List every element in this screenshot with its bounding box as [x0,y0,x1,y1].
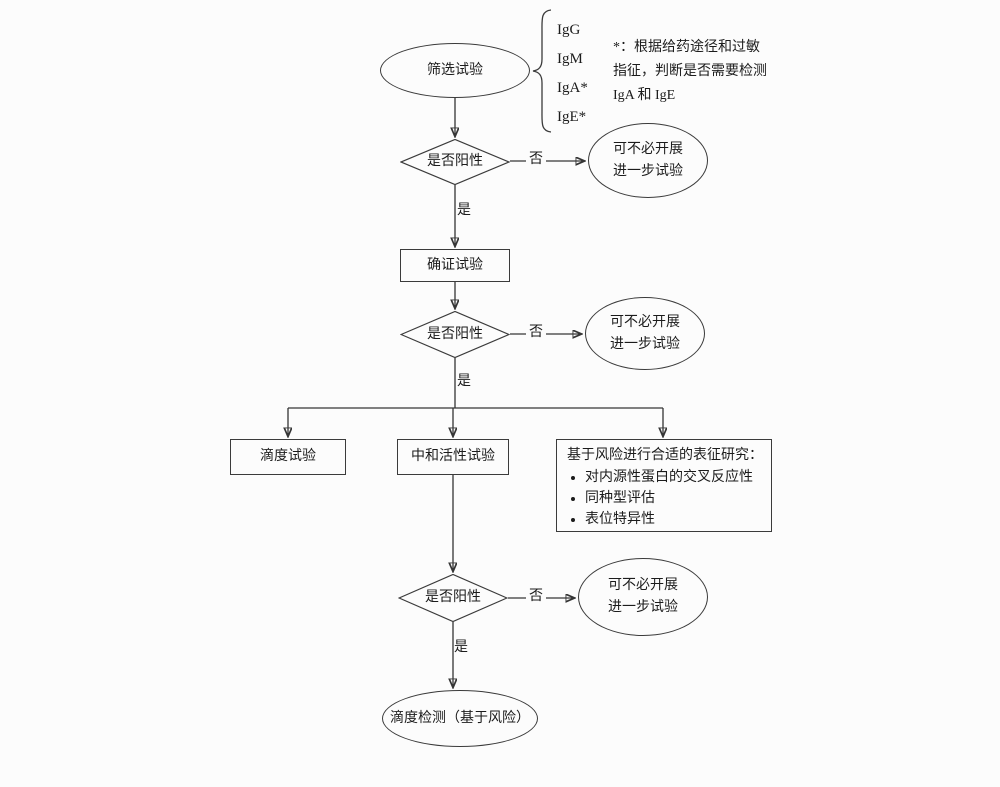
edge-label-yes-1: 是 [457,203,471,218]
node-neutralizing-test: 中和活性试验 [397,439,509,475]
ig-item-igg: IgG [557,22,581,38]
decision-1-label: 是否阳性 [427,154,483,170]
skip-3-line1: 可不必开展 [608,578,678,594]
edge-label-yes-3: 是 [454,640,468,655]
edge-label-no-1: 否 [526,152,546,168]
decision-2-is-positive: 是否阳性 [400,311,510,358]
ig-item-ige: IgE* [557,109,587,125]
characterization-item-isotype: 同种型评估 [585,488,763,509]
characterization-item-epitope: 表位特异性 [585,509,763,530]
skip-1-line2: 进一步试验 [613,163,683,179]
diamond-shape [398,574,508,622]
group-brace [529,8,555,139]
characterization-item-cross-reactivity: 对内源性蛋白的交叉反应性 [585,467,763,488]
characterization-list: 对内源性蛋白的交叉反应性 同种型评估 表位特异性 [569,467,763,530]
confirmatory-test-label: 确证试验 [427,257,483,273]
ig-item-igm: IgM [557,51,583,67]
decision-3-is-positive: 是否阳性 [398,574,508,622]
diamond-shape [400,139,510,185]
edge-branch-line [288,358,663,409]
node-skip-further-test-2: 可不必开展 进一步试验 [585,297,705,370]
ig-item-iga: IgA* [557,80,588,96]
decision-1-is-positive: 是否阳性 [400,139,510,185]
node-titer-detection-risk-based: 滴度检测（基于风险） [382,690,538,747]
node-titer-test: 滴度试验 [230,439,346,475]
edge-label-yes-2: 是 [457,374,471,389]
decision-3-label: 是否阳性 [425,590,481,606]
edge-label-no-3: 否 [526,589,546,605]
characterization-title: 基于风险进行合适的表征研究： [567,448,763,463]
node-confirmatory-test: 确证试验 [400,249,510,282]
ig-isotype-list: IgG IgM IgA* IgE* [557,16,588,132]
node-skip-further-test-3: 可不必开展 进一步试验 [578,558,708,636]
screening-test-label: 筛选试验 [427,62,483,78]
decision-2-label: 是否阳性 [427,326,483,342]
skip-3-line2: 进一步试验 [608,600,678,615]
footnote-text: *：根据给药途径和过敏指征，判断是否需要检测 IgA 和 IgE [613,40,767,103]
skip-2-line2: 进一步试验 [610,336,680,352]
neutralizing-test-label: 中和活性试验 [411,449,495,465]
diamond-shape [400,311,510,358]
node-skip-further-test-1: 可不必开展 进一步试验 [588,123,708,198]
node-screening-test: 筛选试验 [380,43,530,98]
titer-test-label: 滴度试验 [260,449,316,465]
skip-2-line1: 可不必开展 [610,314,680,330]
skip-1-line1: 可不必开展 [613,141,683,157]
final-label: 滴度检测（基于风险） [390,710,530,726]
edge-label-no-2: 否 [526,325,546,341]
node-characterization-study: 基于风险进行合适的表征研究： 对内源性蛋白的交叉反应性 同种型评估 表位特异性 [556,439,772,532]
